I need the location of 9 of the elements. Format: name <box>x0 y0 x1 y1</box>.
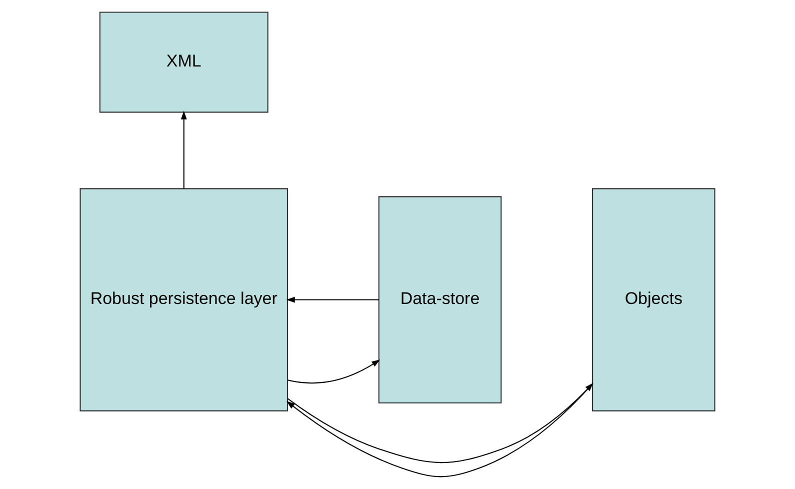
arrow <box>286 296 379 303</box>
arrow <box>287 382 594 464</box>
node-box: Data-store <box>378 196 502 404</box>
node-box: Objects <box>592 188 716 412</box>
arrow <box>288 359 380 384</box>
arrow <box>286 384 593 478</box>
arrow <box>180 110 187 189</box>
node-box: Robust persistence layer <box>80 188 288 412</box>
node-box: XML <box>99 12 268 113</box>
